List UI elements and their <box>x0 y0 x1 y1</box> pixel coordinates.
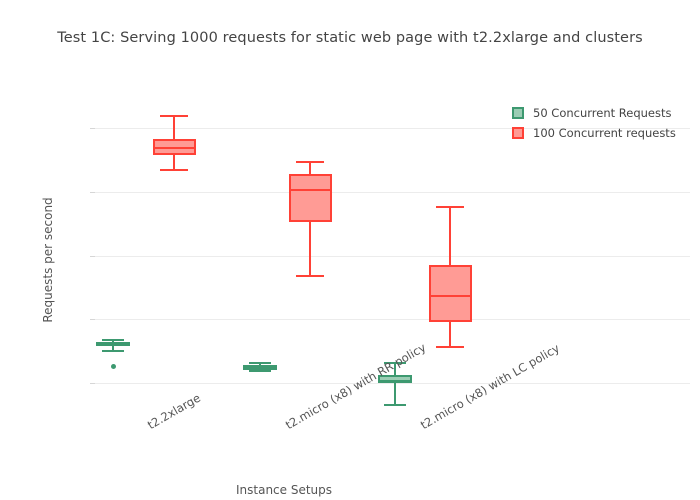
box[interactable] <box>288 174 332 223</box>
x-axis-title: Instance Setups <box>236 483 333 497</box>
legend-label: 100 Concurrent requests <box>533 126 676 140</box>
gridline <box>95 319 690 321</box>
x-tick-label: t2.2xlarge <box>145 390 203 433</box>
box-whisker-cap-min <box>296 274 324 277</box>
box-whisker-cap-min <box>160 169 188 172</box>
box[interactable] <box>378 375 412 383</box>
box-whisker-cap-max <box>160 115 188 118</box>
y-tick-mark <box>90 255 95 257</box>
box-whisker-cap-min <box>384 403 406 406</box>
legend-swatch <box>512 127 524 139</box>
y-tick-mark <box>90 319 95 321</box>
box-median-line <box>243 367 277 370</box>
chart-legend[interactable]: 50 Concurrent Requests 100 Concurrent req… <box>512 104 676 144</box>
legend-swatch <box>512 107 524 119</box>
box-whisker <box>394 362 396 404</box>
chart-title: Test 1C: Serving 1000 requests for stati… <box>57 30 643 46</box>
legend-label: 50 Concurrent Requests <box>533 106 672 120</box>
box-whisker-cap-min <box>102 349 124 352</box>
y-tick-mark <box>90 128 95 129</box>
y-tick-mark <box>90 191 95 193</box>
box-whisker-cap-max <box>249 362 271 365</box>
gridline <box>95 383 690 384</box>
box-median-line <box>378 379 412 382</box>
gridline <box>95 128 690 129</box>
box-median-line <box>288 188 332 191</box>
y-tick-mark <box>90 383 95 384</box>
gridline <box>95 191 690 193</box>
legend-item[interactable]: 50 Concurrent Requests <box>512 104 676 122</box>
box-whisker-cap-min <box>249 370 271 373</box>
box-whisker-cap-max <box>102 339 124 342</box>
gridline <box>95 255 690 257</box>
box-whisker-cap-max <box>436 206 464 209</box>
plot-area <box>90 115 690 406</box>
box-whisker-cap-max <box>296 161 324 164</box>
box-median-line <box>428 295 472 298</box>
box-median-line <box>96 344 130 347</box>
box-median-line <box>152 147 196 150</box>
legend-item[interactable]: 100 Concurrent requests <box>512 124 676 142</box>
box-outlier-point <box>110 363 116 369</box>
box-whisker-cap-min <box>436 346 464 349</box>
box[interactable] <box>428 265 472 323</box>
box-whisker-cap-max <box>384 362 406 365</box>
y-axis-label: Requests per second <box>41 197 55 323</box>
